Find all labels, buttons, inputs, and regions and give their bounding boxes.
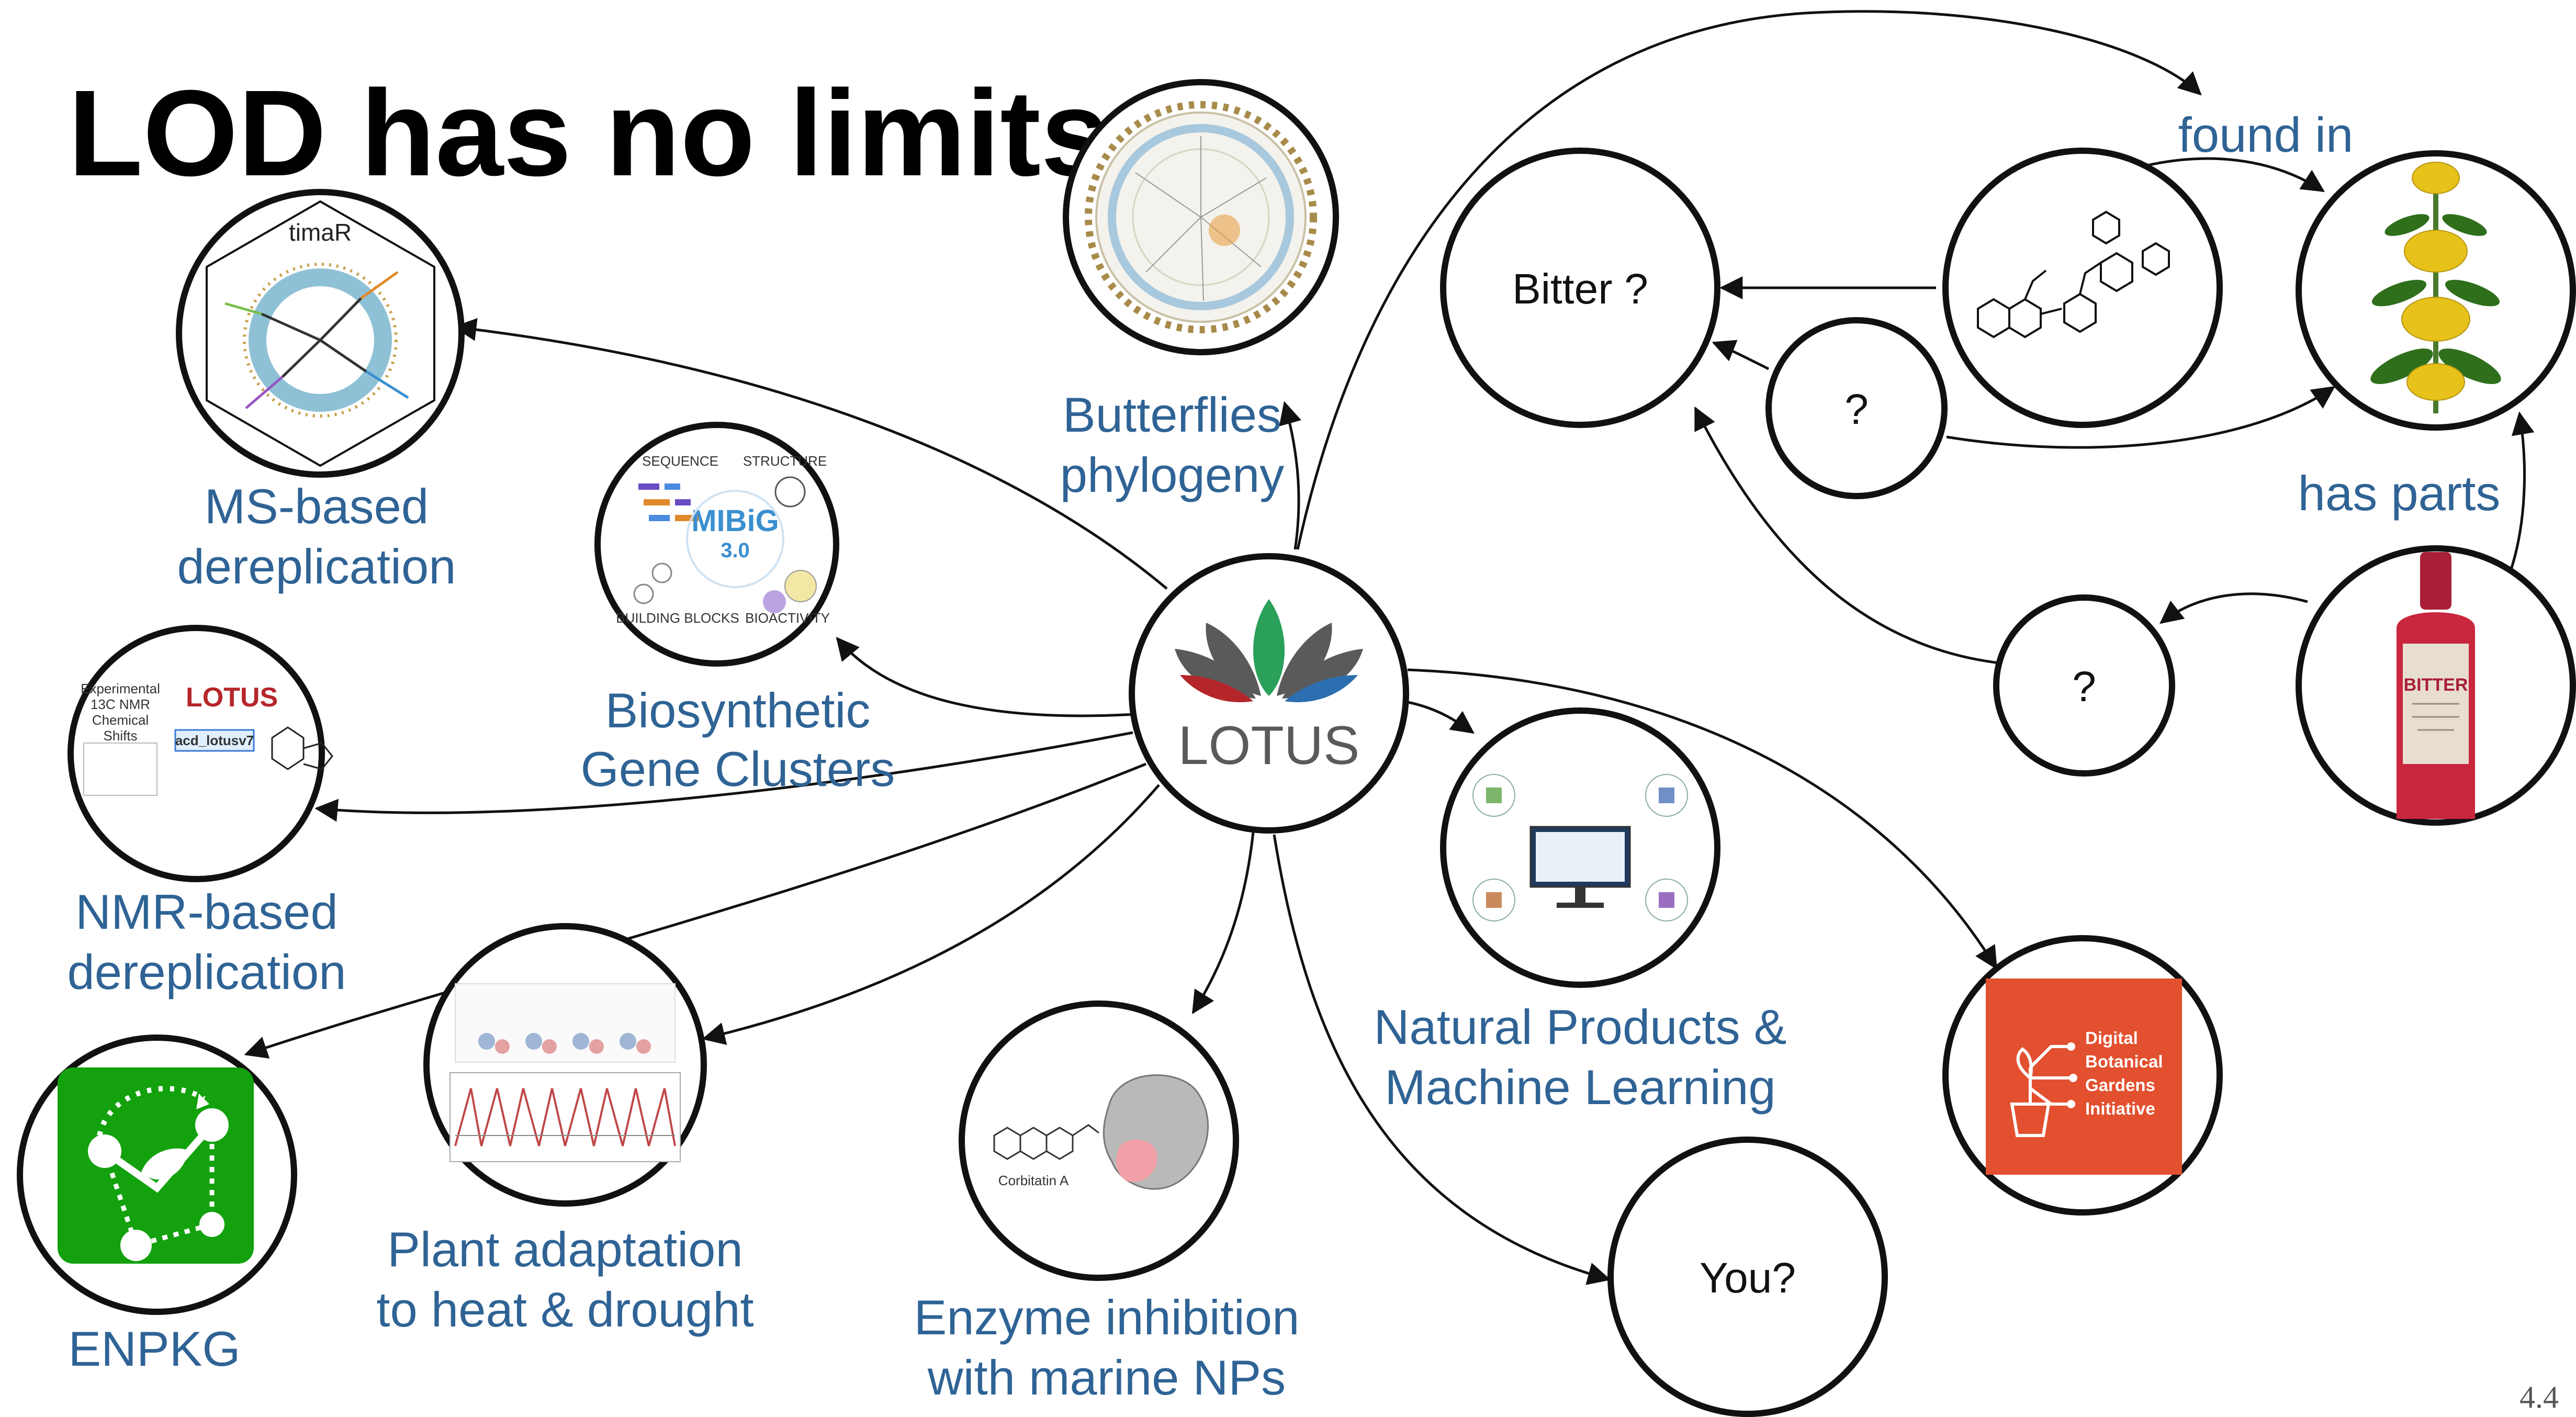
node-you[interactable]: You?: [1607, 1137, 1888, 1417]
node-enpkg[interactable]: [17, 1034, 297, 1315]
edge-lotus-npml: [1402, 700, 1475, 734]
label-enzyme-line1: Enzyme inhibition: [914, 1290, 1300, 1345]
node-bitter[interactable]: Bitter ?: [1440, 148, 1720, 428]
bottle-label-text: BITTER: [2404, 675, 2468, 695]
edge-lotus-foundin: [1296, 10, 2202, 550]
svg-text:Botanical: Botanical: [2085, 1052, 2163, 1071]
edge-lotus-nmr: [314, 731, 1133, 822]
svg-text:Chemical: Chemical: [92, 712, 149, 728]
label-enpkg: ENPKG: [68, 1321, 240, 1376]
enzyme-node-circle: [959, 1000, 1239, 1281]
svg-text:13C NMR: 13C NMR: [91, 696, 150, 712]
label-has-parts: has parts: [2298, 466, 2501, 521]
gentian-plant-image: [2370, 162, 2501, 413]
edge-lotus-ms: [453, 318, 1168, 590]
svg-text:BUILDING BLOCKS: BUILDING BLOCKS: [616, 610, 739, 626]
svg-text:Digital: Digital: [2085, 1028, 2138, 1048]
unknown1-node-circle: [1765, 317, 1948, 499]
lotus-logo: LOTUS: [1175, 599, 1363, 776]
label-butterflies-line2: phylogeny: [1060, 447, 1285, 502]
edge-q1-gentian: [1946, 386, 2336, 449]
node-bitter-bottle[interactable]: BITTER: [2296, 545, 2576, 826]
node-butterflies[interactable]: [1063, 79, 1339, 355]
nmr-node-circle: [68, 625, 325, 882]
edge-bottle-gentian: [2507, 411, 2535, 576]
label-plant-line2: to heat & drought: [376, 1282, 753, 1337]
label-ms-line2: dereplication: [177, 539, 456, 594]
bitter-bottle-image: BITTER: [2397, 552, 2475, 819]
svg-text:3.0: 3.0: [721, 539, 750, 562]
node-plant-adaptation[interactable]: [423, 923, 707, 1207]
svg-text:Initiative: Initiative: [2085, 1099, 2155, 1118]
lotus-hub-text: LOTUS: [1178, 715, 1360, 776]
bitter-node-circle: [1440, 148, 1720, 428]
you-node-circle: [1607, 1137, 1888, 1417]
you-text: You?: [1700, 1254, 1796, 1302]
label-npml-line2: Machine Learning: [1385, 1060, 1775, 1115]
node-nmr-dereplication[interactable]: Experimental 13C NMR Chemical Shifts LOT…: [68, 625, 333, 882]
mibig-thumbnail: SEQUENCE STRUCTURE MIBiG 3.0 BUILDING BL…: [616, 453, 830, 626]
node-enzyme-inhibition[interactable]: Corbitatin A: [959, 1000, 1239, 1281]
labels: MS-based dereplication NMR-based derepli…: [67, 107, 2500, 1405]
node-dbgi[interactable]: Digital Botanical Gardens Initiative: [1942, 935, 2223, 1216]
slide-title: LOD has no limits: [68, 64, 1109, 201]
lotusv7-text: acd_lotusv7: [175, 733, 254, 748]
label-mibig-line2: Gene Clusters: [581, 741, 895, 796]
edge-lotus-mibig: [836, 637, 1136, 717]
edge-lotus-butterflies: [1279, 401, 1301, 550]
svg-text:STRUCTURE: STRUCTURE: [743, 453, 827, 469]
edge-bottle-q2: [2159, 592, 2308, 624]
edge-lotus-enzyme: [1191, 831, 1255, 1015]
edge-q1-bitter: [1712, 340, 1770, 370]
node-np-ml[interactable]: [1440, 707, 1720, 988]
unknown1-text: ?: [1844, 386, 1869, 433]
svg-text:LOTUS: LOTUS: [186, 682, 278, 713]
compound-structure: [1977, 210, 2170, 339]
edge-lotus-plant: [702, 784, 1160, 1045]
label-ms-line1: MS-based: [205, 479, 429, 534]
label-npml-line1: Natural Products &: [1374, 999, 1787, 1054]
bitter-text: Bitter ?: [1512, 265, 1648, 313]
label-plant-line1: Plant adaptation: [387, 1222, 743, 1277]
label-enzyme-line2: with marine NPs: [927, 1350, 1286, 1405]
enzyme-thumbnail: Corbitatin A: [993, 1074, 1209, 1190]
npml-thumbnail: [1472, 774, 1688, 921]
unknown2-node-circle: [1993, 594, 2175, 777]
node-ms-dereplication[interactable]: timaR: [176, 189, 465, 478]
enpkg-logo: [58, 1067, 254, 1264]
edge-lotus-dbgi: [1407, 668, 1998, 970]
label-mibig-line1: Biosynthetic: [605, 683, 871, 738]
node-unknown-1[interactable]: ?: [1765, 317, 1948, 499]
svg-text:SEQUENCE: SEQUENCE: [642, 453, 718, 469]
svg-text:BIOACTIVITY: BIOACTIVITY: [745, 610, 830, 626]
timar-text: timaR: [289, 219, 352, 246]
mibig-text: MIBiG: [691, 504, 779, 538]
node-mibig[interactable]: SEQUENCE STRUCTURE MIBiG 3.0 BUILDING BL…: [594, 422, 839, 667]
butterfly-tree-thumbnail: [1085, 101, 1317, 333]
node-unknown-2[interactable]: ?: [1993, 594, 2175, 777]
edge-q2-bitter: [1694, 406, 2015, 666]
compound-caption: Corbitatin A: [998, 1173, 1069, 1188]
label-found-in: found in: [2178, 107, 2354, 162]
node-gentian[interactable]: [2296, 150, 2576, 431]
svg-text:Experimental: Experimental: [81, 681, 160, 696]
label-butterflies-line1: Butterflies: [1063, 387, 1281, 442]
edge-lotus-enpkg: [244, 762, 1146, 1059]
edge-lotus-you: [1273, 834, 1611, 1285]
nmr-thumbnail: Experimental 13C NMR Chemical Shifts LOT…: [81, 681, 333, 796]
page-number: 4.4: [2519, 1380, 2559, 1414]
svg-text:Shifts: Shifts: [103, 728, 137, 744]
label-nmr-line1: NMR-based: [75, 884, 338, 939]
plant-thumbnail: [449, 983, 681, 1162]
dbgi-logo: Digital Botanical Gardens Initiative: [1986, 979, 2182, 1175]
label-nmr-line2: dereplication: [67, 944, 346, 999]
edges: [244, 10, 2535, 1285]
node-compound[interactable]: [1942, 148, 2223, 428]
timar-logo: timaR: [206, 200, 435, 467]
unknown2-text: ?: [2072, 663, 2096, 711]
node-lotus-hub[interactable]: LOTUS: [1129, 553, 1409, 834]
svg-text:Gardens: Gardens: [2085, 1075, 2155, 1095]
